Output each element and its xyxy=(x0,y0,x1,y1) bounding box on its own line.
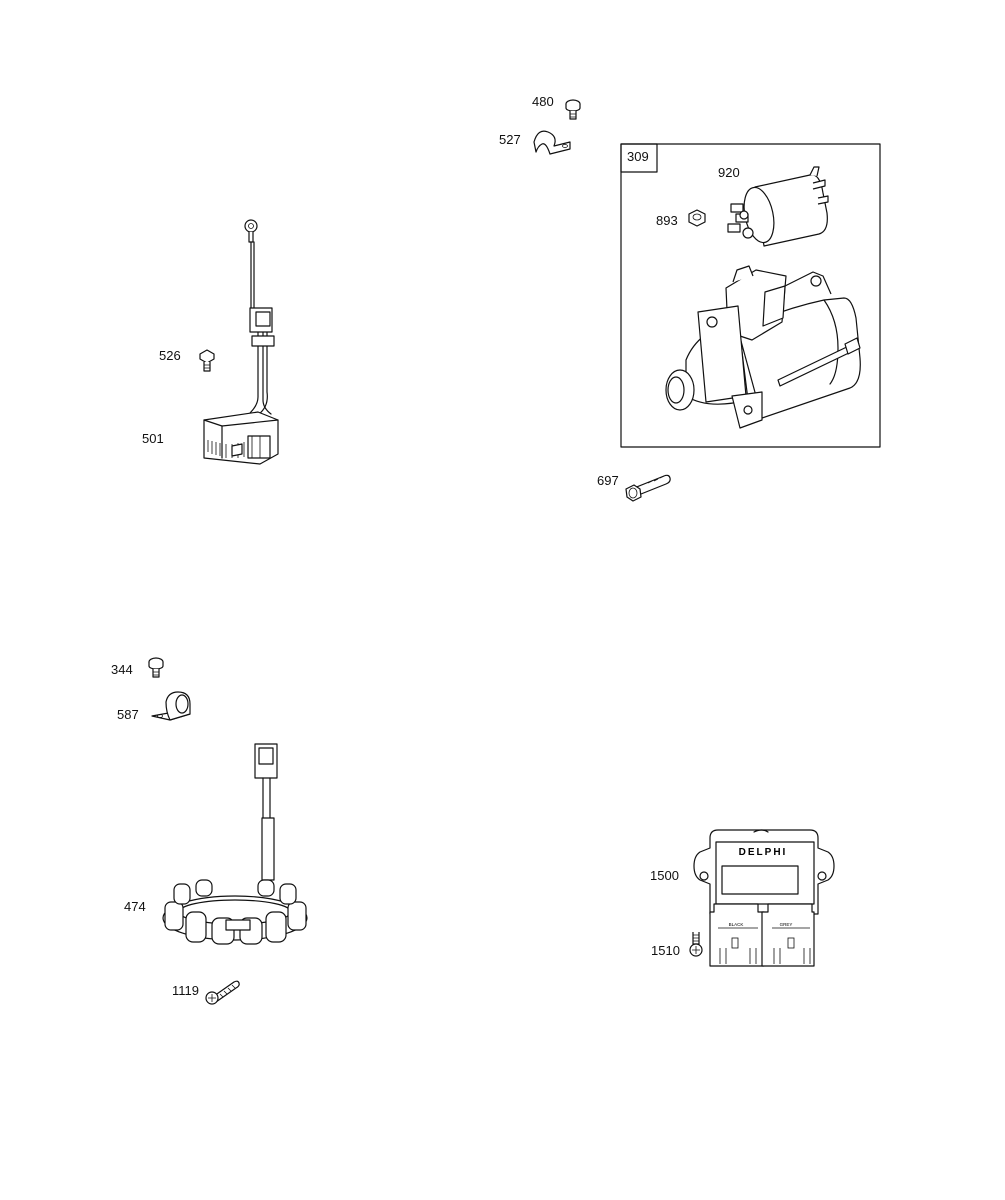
callout-474: 474 xyxy=(124,899,146,914)
callout-587: 587 xyxy=(117,707,139,722)
callout-527: 527 xyxy=(499,132,521,147)
module-brand-text: DELPHI xyxy=(739,847,788,858)
callout-480: 480 xyxy=(532,94,554,109)
callout-697: 697 xyxy=(597,473,619,488)
callout-920: 920 xyxy=(718,165,740,180)
callout-501: 501 xyxy=(142,431,164,446)
clamp-527-icon xyxy=(533,130,571,155)
screw-1510-icon xyxy=(689,932,703,957)
stator-474-icon xyxy=(162,743,308,945)
callout-309: 309 xyxy=(627,149,649,164)
callout-893: 893 xyxy=(656,213,678,228)
starter-kit-frame xyxy=(620,143,881,448)
clamp-587-icon xyxy=(151,691,191,721)
callout-526: 526 xyxy=(159,348,181,363)
starter-motor-icon xyxy=(665,265,861,429)
nut-893-icon xyxy=(688,209,706,227)
connector-grey-label: GREY xyxy=(780,922,793,927)
control-module-1500-icon: DELPHI BLACK GREY xyxy=(693,829,835,967)
connector-black-label: BLACK xyxy=(729,922,744,927)
screw-1119-icon xyxy=(205,980,240,1005)
screw-344-icon xyxy=(148,657,164,678)
callout-1500: 1500 xyxy=(650,868,679,883)
screw-526-icon xyxy=(199,349,215,372)
callout-1119: 1119 xyxy=(172,983,199,998)
bolt-697-icon xyxy=(625,474,671,502)
regulator-501-icon xyxy=(203,219,279,465)
callout-1510: 1510 xyxy=(651,943,680,958)
screw-480-icon xyxy=(565,99,581,120)
solenoid-920-icon xyxy=(727,166,829,247)
callout-344: 344 xyxy=(111,662,133,677)
